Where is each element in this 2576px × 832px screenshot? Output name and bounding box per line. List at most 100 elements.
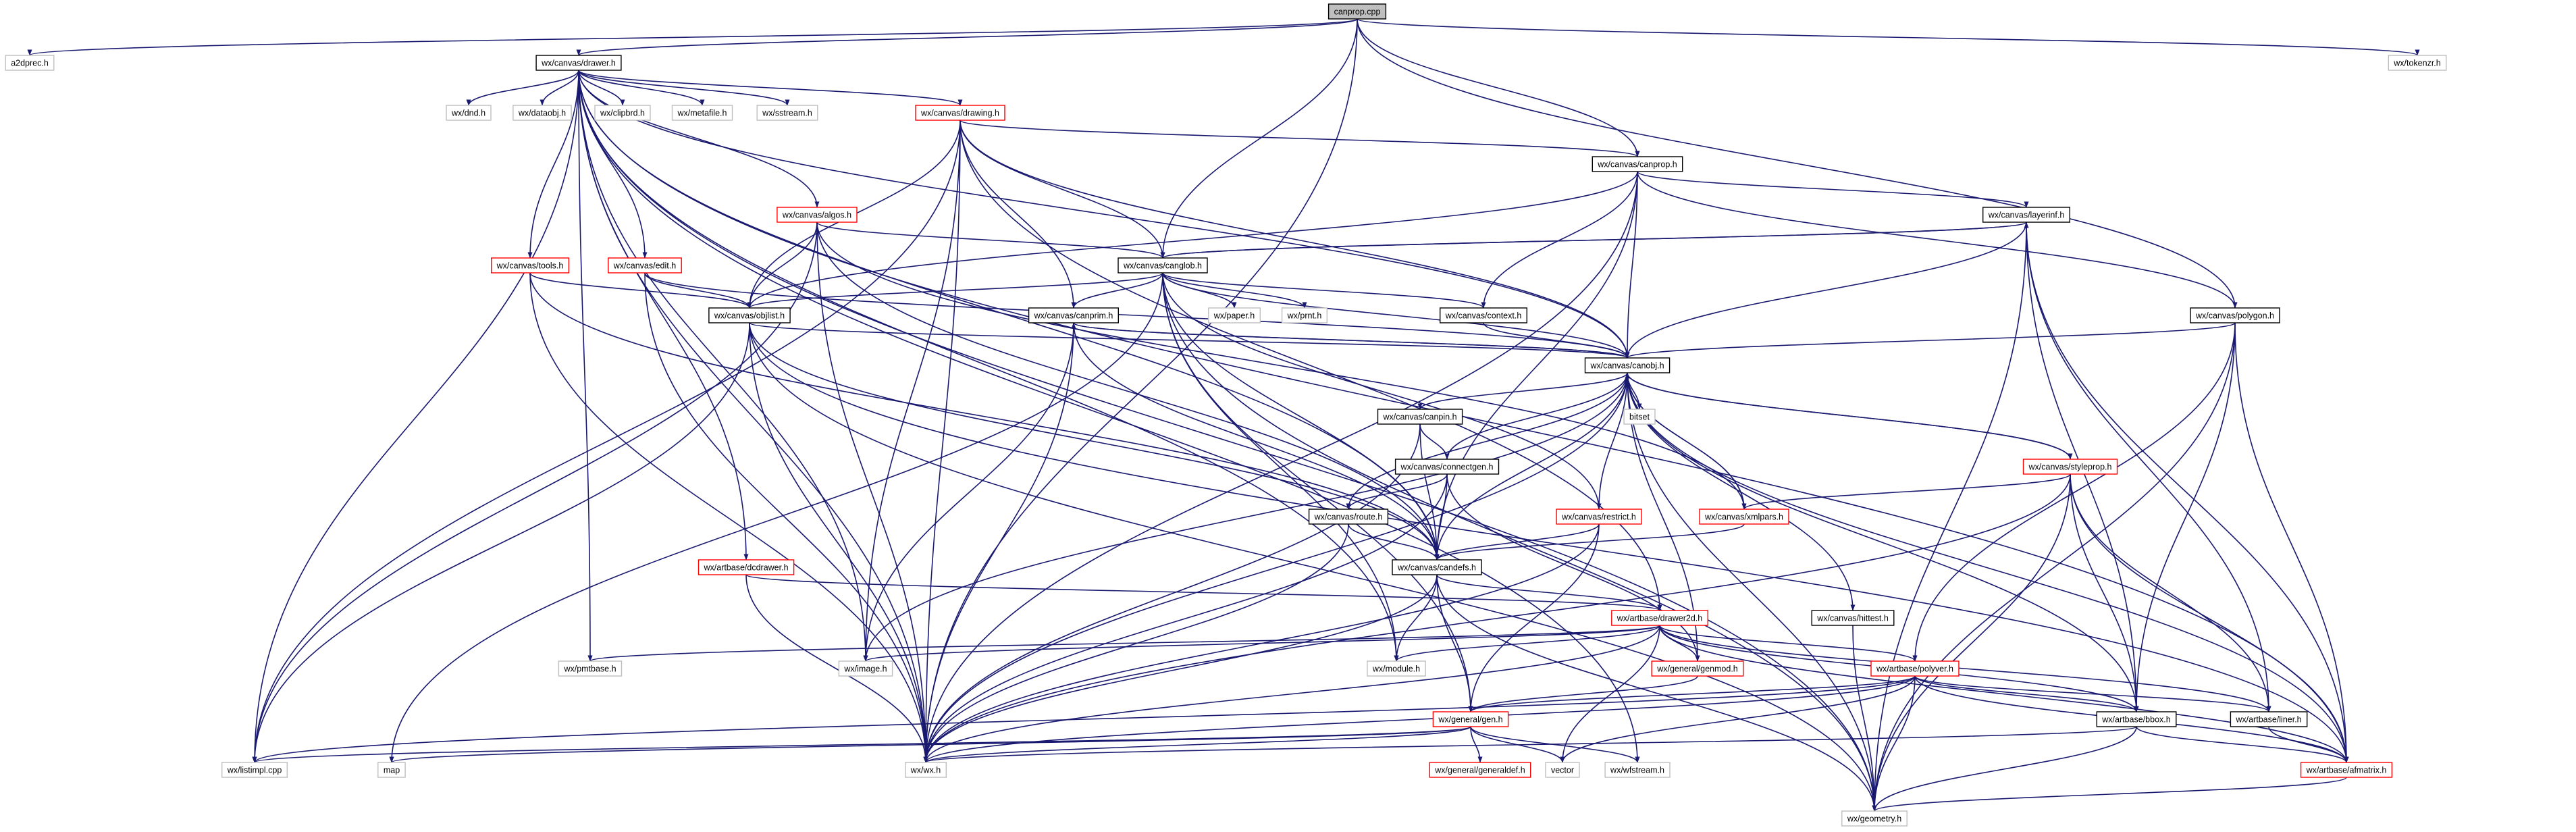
node-box[interactable]	[671, 105, 733, 121]
node-box[interactable]	[1208, 307, 1261, 323]
node-box[interactable]	[2300, 762, 2393, 778]
node-box[interactable]	[1392, 559, 1482, 575]
node-geometry[interactable]: wx/geometry.h	[1841, 810, 1908, 827]
node-algos[interactable]: wx/canvas/algos.h	[777, 207, 858, 223]
node-box[interactable]	[756, 105, 818, 121]
node-box[interactable]	[1429, 762, 1531, 778]
node-hittest[interactable]: wx/canvas/hittest.h	[1811, 610, 1895, 626]
node-box[interactable]	[5, 55, 55, 71]
node-styleprop[interactable]: wx/canvas/styleprop.h	[2022, 459, 2118, 475]
node-pmtbase[interactable]: wx/pmtbase.h	[558, 660, 623, 677]
node-drawer2d[interactable]: wx/artbase/drawer2d.h	[1611, 610, 1709, 626]
node-box[interactable]	[1118, 257, 1208, 274]
node-box[interactable]	[905, 762, 947, 778]
node-clipbrd[interactable]: wx/clipbrd.h	[594, 105, 651, 121]
node-a2dprec[interactable]: a2dprec.h	[5, 55, 55, 71]
node-generaldef[interactable]: wx/general/generaldef.h	[1429, 762, 1531, 778]
node-dcdrawer[interactable]: wx/artbase/dcdrawer.h	[698, 559, 795, 575]
node-sstream[interactable]: wx/sstream.h	[756, 105, 818, 121]
node-box[interactable]	[2388, 55, 2447, 71]
node-route[interactable]: wx/canvas/route.h	[1308, 509, 1389, 525]
node-box[interactable]	[1651, 660, 1744, 677]
node-tools[interactable]: wx/canvas/tools.h	[491, 257, 570, 274]
node-prnt[interactable]: wx/prnt.h	[1281, 307, 1328, 323]
node-context[interactable]: wx/canvas/context.h	[1439, 307, 1527, 323]
node-box[interactable]	[608, 257, 682, 274]
node-tokenzr[interactable]: wx/tokenzr.h	[2388, 55, 2447, 71]
node-box[interactable]	[1432, 711, 1509, 727]
node-candefs[interactable]: wx/canvas/candefs.h	[1392, 559, 1482, 575]
node-bbox[interactable]: wx/artbase/bbox.h	[2096, 711, 2177, 727]
node-box[interactable]	[1699, 509, 1789, 525]
node-xmlpars[interactable]: wx/canvas/xmlpars.h	[1699, 509, 1789, 525]
node-box[interactable]	[1604, 762, 1671, 778]
node-box[interactable]	[777, 207, 858, 223]
node-connectgen[interactable]: wx/canvas/connectgen.h	[1394, 459, 1500, 475]
node-wfstream[interactable]: wx/wfstream.h	[1604, 762, 1671, 778]
node-restrict[interactable]: wx/canvas/restrict.h	[1556, 509, 1642, 525]
node-box[interactable]	[2096, 711, 2177, 727]
node-box[interactable]	[1394, 459, 1500, 475]
node-afmatrix[interactable]: wx/artbase/afmatrix.h	[2300, 762, 2393, 778]
node-box[interactable]	[1556, 509, 1642, 525]
node-objlist[interactable]: wx/canvas/objlist.h	[708, 307, 791, 323]
node-box[interactable]	[1623, 409, 1656, 425]
node-paper[interactable]: wx/paper.h	[1208, 307, 1261, 323]
node-box[interactable]	[1611, 610, 1709, 626]
node-box[interactable]	[491, 257, 570, 274]
node-box[interactable]	[1592, 156, 1683, 172]
node-canpin[interactable]: wx/canvas/canpin.h	[1377, 409, 1463, 425]
node-module[interactable]: wx/module.h	[1367, 660, 1426, 677]
node-edit[interactable]: wx/canvas/edit.h	[608, 257, 682, 274]
node-image[interactable]: wx/image.h	[838, 660, 893, 677]
node-canobj[interactable]: wx/canvas/canobj.h	[1584, 357, 1671, 373]
node-box[interactable]	[1377, 409, 1463, 425]
node-polygon[interactable]: wx/canvas/polygon.h	[2190, 307, 2280, 323]
node-box[interactable]	[1281, 307, 1328, 323]
node-box[interactable]	[377, 762, 406, 778]
node-box[interactable]	[915, 105, 1005, 121]
node-wx[interactable]: wx/wx.h	[905, 762, 947, 778]
node-box[interactable]	[2230, 711, 2308, 727]
node-genmod[interactable]: wx/general/genmod.h	[1651, 660, 1744, 677]
node-drawing[interactable]: wx/canvas/drawing.h	[915, 105, 1005, 121]
node-box[interactable]	[1028, 307, 1119, 323]
node-dataobj[interactable]: wx/dataobj.h	[512, 105, 572, 121]
node-gen[interactable]: wx/general/gen.h	[1432, 711, 1509, 727]
node-box[interactable]	[2022, 459, 2118, 475]
node-box[interactable]	[535, 55, 622, 71]
node-box[interactable]	[1439, 307, 1527, 323]
node-box[interactable]	[708, 307, 791, 323]
node-box[interactable]	[1545, 762, 1580, 778]
node-drawer[interactable]: wx/canvas/drawer.h	[535, 55, 622, 71]
node-box[interactable]	[1841, 810, 1908, 827]
node-canprop-cpp[interactable]: canprop.cpp	[1328, 3, 1387, 20]
node-box[interactable]	[1308, 509, 1389, 525]
node-map[interactable]: map	[377, 762, 406, 778]
node-box[interactable]	[838, 660, 893, 677]
node-canprim[interactable]: wx/canvas/canprim.h	[1028, 307, 1119, 323]
node-bitset[interactable]: bitset	[1623, 409, 1656, 425]
node-layerinf[interactable]: wx/canvas/layerinf.h	[1982, 207, 2070, 223]
node-box[interactable]	[558, 660, 623, 677]
node-box[interactable]	[2190, 307, 2280, 323]
node-box[interactable]	[1328, 3, 1387, 20]
node-box[interactable]	[221, 762, 288, 778]
node-metafile[interactable]: wx/metafile.h	[671, 105, 733, 121]
node-vector[interactable]: vector	[1545, 762, 1580, 778]
node-canglob[interactable]: wx/canvas/canglob.h	[1118, 257, 1208, 274]
node-box[interactable]	[1982, 207, 2070, 223]
node-liner[interactable]: wx/artbase/liner.h	[2230, 711, 2308, 727]
node-listimpl[interactable]: wx/listimpl.cpp	[221, 762, 288, 778]
node-polyver[interactable]: wx/artbase/polyver.h	[1870, 660, 1960, 677]
node-box[interactable]	[1811, 610, 1895, 626]
node-box[interactable]	[512, 105, 572, 121]
node-box[interactable]	[1584, 357, 1671, 373]
node-box[interactable]	[1870, 660, 1960, 677]
node-canprop-h[interactable]: wx/canvas/canprop.h	[1592, 156, 1683, 172]
node-box[interactable]	[594, 105, 651, 121]
node-box[interactable]	[446, 105, 492, 121]
node-dnd[interactable]: wx/dnd.h	[446, 105, 492, 121]
node-box[interactable]	[698, 559, 795, 575]
node-box[interactable]	[1367, 660, 1426, 677]
